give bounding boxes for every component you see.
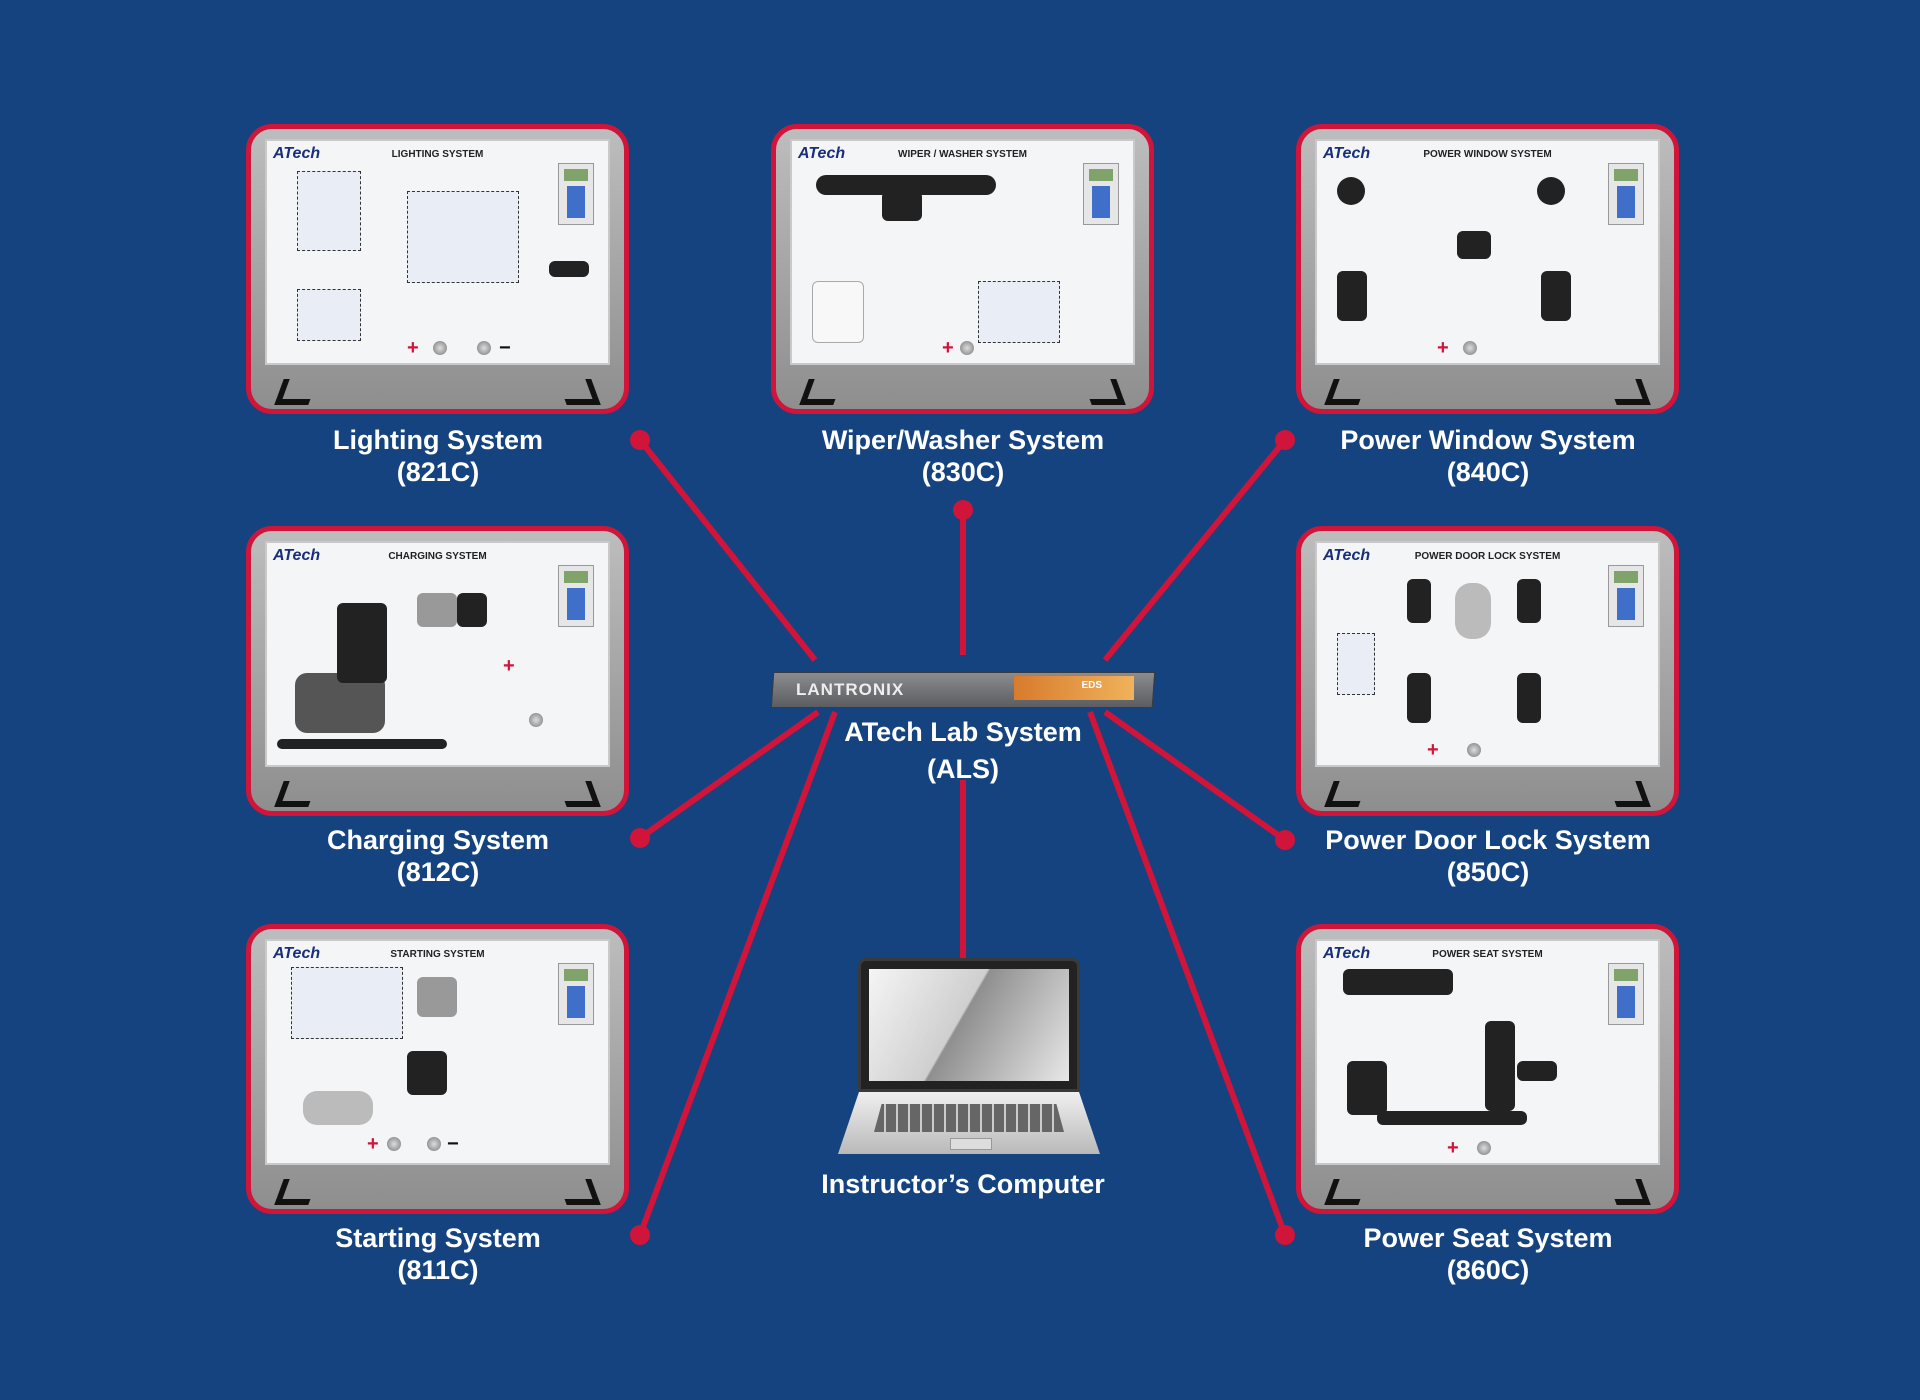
connector-starting [637, 710, 838, 1237]
hub-label: ATech Lab System (ALS) [763, 714, 1163, 788]
connector-dot [630, 1225, 650, 1245]
hub-code: (ALS) [927, 754, 999, 784]
device-brand: LANTRONIX [796, 680, 905, 699]
atech-logo: ATech [1323, 945, 1371, 962]
keypad-icon [558, 565, 594, 627]
connector-power-window [1102, 438, 1288, 662]
panel-name: Starting System [335, 1223, 541, 1253]
computer-label: Instructor’s Computer [821, 1169, 1105, 1199]
panel-name: Wiper/Washer System [821, 425, 1105, 455]
atech-logo: ATech [273, 145, 321, 162]
connector-dot [953, 500, 973, 520]
panel-code: (840C) [1446, 457, 1530, 487]
atech-logo: ATech [1323, 145, 1371, 162]
panel-name: Lighting System [332, 425, 543, 455]
panel-name: Power Door Lock System [1325, 825, 1651, 855]
panel-code: (830C) [921, 457, 1005, 487]
trainer-board: ATech POWER WINDOW SYSTEM + [1315, 139, 1660, 365]
board-title: POWER WINDOW SYSTEM [1423, 149, 1552, 160]
board-title: CHARGING SYSTEM [388, 551, 487, 562]
connector-dot [1275, 1225, 1295, 1245]
trainer-panel-power-window: ATech POWER WINDOW SYSTEM + [1296, 124, 1679, 414]
trainer-board: ATech STARTING SYSTEM + − [265, 939, 610, 1165]
keypad-icon [1608, 163, 1644, 225]
panel-label-power-window: Power Window System (840C) [1298, 424, 1678, 488]
keypad-icon [1083, 163, 1119, 225]
connector-dot [1275, 430, 1295, 450]
keypad-icon [1608, 565, 1644, 627]
panel-name: Charging System [326, 825, 550, 855]
board-title: STARTING SYSTEM [390, 949, 485, 960]
connector-dot [1275, 830, 1295, 850]
keypad-icon [558, 163, 594, 225]
trainer-panel-power-seat: ATech POWER SEAT SYSTEM + [1296, 924, 1679, 1214]
trainer-panel-wiper-washer: ATech WIPER / WASHER SYSTEM + [771, 124, 1154, 414]
hub-name: ATech Lab System [844, 717, 1082, 747]
panel-label-power-seat: Power Seat System (860C) [1298, 1222, 1678, 1286]
panel-name: Power Window System [1340, 425, 1636, 455]
board-title: WIPER / WASHER SYSTEM [898, 149, 1027, 160]
board-title: LIGHTING SYSTEM [391, 149, 484, 160]
lantronix-device: LANTRONIX EDS [770, 672, 1156, 708]
trainer-board: ATech POWER SEAT SYSTEM + [1315, 939, 1660, 1165]
connector-lighting [637, 438, 818, 662]
connector-dot [630, 828, 650, 848]
panel-code: (821C) [396, 457, 480, 487]
panel-label-wiper-washer: Wiper/Washer System (830C) [778, 424, 1148, 488]
trainer-panel-lighting: ATech LIGHTING SYSTEM + − [246, 124, 629, 414]
atech-logo: ATech [273, 547, 321, 564]
atech-logo: ATech [1323, 547, 1371, 564]
laptop-keyboard [874, 1104, 1064, 1132]
trainer-board: ATech LIGHTING SYSTEM + − [265, 139, 610, 365]
keypad-icon [1608, 963, 1644, 1025]
laptop-icon [838, 958, 1100, 1158]
connector-dot [630, 430, 650, 450]
keypad-icon [558, 963, 594, 1025]
panel-code: (811C) [397, 1255, 479, 1285]
trainer-board: ATech CHARGING SYSTEM + [265, 541, 610, 767]
connector-door-lock [1103, 709, 1287, 843]
panel-label-power-door-lock: Power Door Lock System (850C) [1278, 824, 1698, 888]
trainer-panel-power-door-lock: ATech POWER DOOR LOCK SYSTEM + [1296, 526, 1679, 816]
trainer-board: ATech WIPER / WASHER SYSTEM + [790, 139, 1135, 365]
trainer-panel-charging: ATech CHARGING SYSTEM + [246, 526, 629, 816]
connector-seat [1087, 710, 1288, 1237]
panel-label-lighting: Lighting System (821C) [278, 424, 598, 488]
board-title: POWER DOOR LOCK SYSTEM [1414, 551, 1561, 562]
panel-label-charging: Charging System (812C) [278, 824, 598, 888]
panel-code: (812C) [396, 857, 480, 887]
atech-logo: ATech [798, 145, 846, 162]
device-stripe [1014, 676, 1134, 700]
panel-code: (850C) [1446, 857, 1530, 887]
laptop-touchpad [950, 1138, 992, 1150]
device-model: EDS [1081, 680, 1102, 691]
board-title: POWER SEAT SYSTEM [1432, 949, 1543, 960]
trainer-board: ATech POWER DOOR LOCK SYSTEM + [1315, 541, 1660, 767]
atech-logo: ATech [273, 945, 321, 962]
laptop-screen [858, 958, 1080, 1092]
connector-charging [638, 709, 820, 841]
panel-code: (860C) [1446, 1255, 1530, 1285]
panel-label-starting: Starting System (811C) [278, 1222, 598, 1286]
trainer-panel-starting: ATech STARTING SYSTEM + − [246, 924, 629, 1214]
panel-name: Power Seat System [1363, 1223, 1613, 1253]
